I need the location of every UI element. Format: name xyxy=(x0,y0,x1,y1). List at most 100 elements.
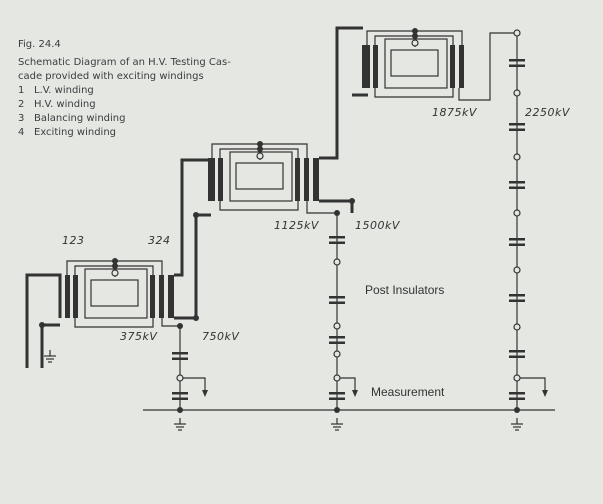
junction-dot xyxy=(257,141,263,147)
terminal-circle xyxy=(513,153,521,161)
capacitor-plate xyxy=(509,243,525,246)
wire xyxy=(458,32,514,101)
core-outer xyxy=(84,268,148,319)
caption-title-line2: cade provided with exciting windings xyxy=(18,71,204,82)
capacitor-plate xyxy=(509,64,525,67)
winding xyxy=(450,45,455,88)
junction-dot xyxy=(177,407,183,413)
terminal-circle xyxy=(513,209,521,217)
terminal-circle xyxy=(176,374,184,382)
capacitor-plate xyxy=(329,336,345,339)
core-window xyxy=(90,279,139,307)
caption-title-line1: Schematic Diagram of an H.V. Testing Cas… xyxy=(18,57,231,68)
capacitor-plate xyxy=(329,241,345,244)
label-1500kv: 1500kV xyxy=(355,219,401,232)
junction-dot xyxy=(112,258,118,264)
capacitor-plate xyxy=(509,186,525,189)
winding xyxy=(65,275,70,318)
core-outer xyxy=(229,151,293,202)
wire xyxy=(219,201,299,211)
winding xyxy=(373,45,378,88)
capacitor-plate xyxy=(509,123,525,126)
label-windings-123: 123 xyxy=(62,234,85,247)
capacitor-plate xyxy=(509,238,525,241)
wire xyxy=(340,377,356,392)
terminal-circle xyxy=(111,269,119,277)
capacitor-plate xyxy=(509,392,525,395)
junction-dot xyxy=(349,198,355,204)
capacitor-plate xyxy=(329,397,345,400)
label-375kv: 375kV xyxy=(120,330,158,343)
label-measurement: Measurement xyxy=(371,385,445,399)
terminal-circle xyxy=(513,323,521,331)
label-2250kv: 2250kV xyxy=(525,106,571,119)
junction-dot xyxy=(257,146,263,152)
capacitor-plate xyxy=(509,128,525,131)
capacitor-plate xyxy=(172,392,188,395)
capacitor-plate xyxy=(509,294,525,297)
wire xyxy=(520,377,546,392)
wire xyxy=(183,377,206,392)
exciting-winding xyxy=(362,45,368,88)
figure-caption: Fig. 24.4 Schematic Diagram of an H.V. T… xyxy=(18,38,231,140)
capacitor-plate xyxy=(329,392,345,395)
terminal-circle xyxy=(411,39,419,47)
terminal-circle xyxy=(513,29,521,37)
terminal-circle xyxy=(513,89,521,97)
winding xyxy=(304,158,309,201)
primary-lead xyxy=(25,273,62,368)
junction-dot xyxy=(39,322,45,328)
label-1875kv: 1875kV xyxy=(432,106,478,119)
winding xyxy=(295,158,300,201)
winding xyxy=(218,158,223,201)
capacitor-plate xyxy=(509,397,525,400)
exciting-lead xyxy=(174,158,208,277)
capacitor-plate xyxy=(509,355,525,358)
exciting-lead xyxy=(319,26,363,160)
junction-dot xyxy=(514,407,520,413)
core-window xyxy=(235,162,284,190)
arrow-down-icon xyxy=(352,390,358,397)
capacitor-plate xyxy=(509,299,525,302)
capacitor-plate xyxy=(329,236,345,239)
terminal-circle xyxy=(333,374,341,382)
capacitor-plate xyxy=(172,357,188,360)
wire xyxy=(306,201,337,214)
capacitor-plate xyxy=(329,301,345,304)
winding xyxy=(459,45,464,88)
junction-dot xyxy=(334,407,340,413)
terminal-circle xyxy=(256,152,264,160)
terminal-circle xyxy=(513,374,521,382)
terminal-circle xyxy=(333,322,341,330)
winding xyxy=(150,275,155,318)
core-window xyxy=(390,49,439,77)
label-windings-324: 324 xyxy=(148,234,171,247)
capacitor-plate xyxy=(509,350,525,353)
junction-dot xyxy=(193,212,199,218)
capacitor-plate xyxy=(172,352,188,355)
label-750kv: 750kV xyxy=(202,330,240,343)
wire xyxy=(161,318,180,327)
winding xyxy=(73,275,78,318)
winding xyxy=(159,275,164,318)
exciting-lead xyxy=(174,213,211,320)
capacitor-plate xyxy=(509,59,525,62)
label-post-insulators: Post Insulators xyxy=(365,283,444,297)
wire xyxy=(74,318,154,328)
capacitor-plate xyxy=(172,397,188,400)
core-outer xyxy=(384,38,448,89)
junction-dot xyxy=(112,263,118,269)
terminal-circle xyxy=(333,350,341,358)
arrow-down-icon xyxy=(202,390,208,397)
junction-dot xyxy=(412,28,418,34)
capacitor-plate xyxy=(329,296,345,299)
exciting-winding xyxy=(208,158,214,201)
wire xyxy=(374,88,454,98)
arrow-down-icon xyxy=(542,390,548,397)
terminal-circle xyxy=(333,258,341,266)
junction-dot xyxy=(412,33,418,39)
